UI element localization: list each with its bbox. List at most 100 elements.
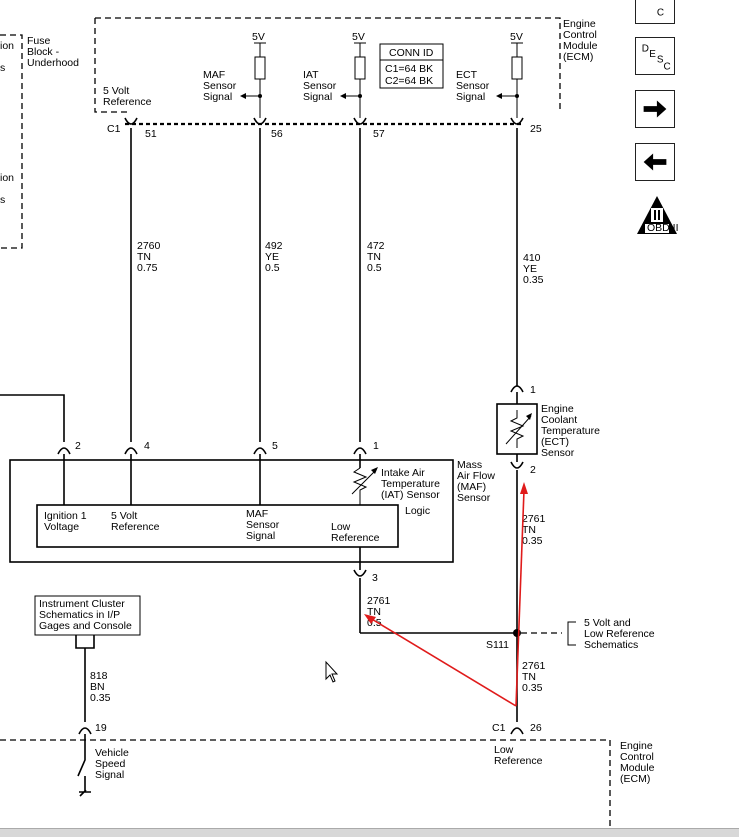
description-nav-button[interactable]: D E S C bbox=[635, 37, 675, 75]
svg-text:s: s bbox=[0, 194, 5, 206]
svg-text:ECT: ECT bbox=[456, 69, 478, 81]
svg-text:Low: Low bbox=[494, 744, 514, 756]
svg-text:YE: YE bbox=[265, 251, 279, 263]
svg-text:Logic: Logic bbox=[405, 505, 430, 517]
svg-text:TN: TN bbox=[522, 524, 536, 536]
bottom-connector: 19 C1 26 Vehicle Speed Signal Low Refere… bbox=[0, 722, 655, 828]
mouse-cursor-icon bbox=[325, 660, 339, 683]
svg-text:5 Volt: 5 Volt bbox=[103, 85, 129, 97]
svg-text:5 Volt: 5 Volt bbox=[111, 510, 137, 522]
previous-page-button[interactable] bbox=[635, 143, 675, 181]
svg-text:(ECM): (ECM) bbox=[620, 773, 650, 785]
svg-text:IAT: IAT bbox=[303, 69, 319, 81]
svg-text:Fuse: Fuse bbox=[27, 35, 51, 47]
wire-410: 410 YE 0.35 bbox=[516, 128, 544, 386]
fuse-block-box bbox=[0, 34, 23, 249]
svg-text:56: 56 bbox=[271, 128, 283, 140]
svg-text:Temperature: Temperature bbox=[541, 425, 600, 437]
svg-text:Signal: Signal bbox=[246, 530, 275, 542]
svg-text:Temperature: Temperature bbox=[381, 478, 440, 490]
wire-2761-maf: 2761 TN 0.5 bbox=[359, 578, 517, 634]
svg-text:Reference: Reference bbox=[494, 755, 543, 767]
svg-text:Intake Air: Intake Air bbox=[381, 467, 425, 479]
svg-text:5V: 5V bbox=[352, 31, 365, 43]
svg-text:2: 2 bbox=[75, 440, 81, 452]
iat-pullup: 5V bbox=[340, 31, 366, 118]
svg-text:MAF: MAF bbox=[246, 508, 268, 520]
description-icon: D E S C bbox=[642, 43, 671, 72]
svg-text:Ignition 1: Ignition 1 bbox=[44, 510, 87, 522]
maf-sensor: 2 4 5 1 Intake Air Temperature (IAT) Sen… bbox=[9, 440, 495, 584]
svg-text:ion: ion bbox=[0, 172, 14, 184]
svg-text:0.35: 0.35 bbox=[522, 535, 543, 547]
svg-text:S: S bbox=[657, 55, 664, 66]
svg-text:Sensor: Sensor bbox=[457, 492, 491, 504]
oc-icon: C bbox=[657, 7, 664, 18]
svg-text:Engine: Engine bbox=[620, 740, 653, 752]
svg-text:(ECM): (ECM) bbox=[563, 51, 593, 63]
svg-text:Gages and Console: Gages and Console bbox=[39, 620, 132, 632]
svg-text:C1: C1 bbox=[492, 722, 506, 734]
svg-text:Low Reference: Low Reference bbox=[584, 628, 655, 640]
svg-text:TN: TN bbox=[367, 251, 381, 263]
svg-text:2761: 2761 bbox=[522, 660, 546, 672]
svg-text:Schematics: Schematics bbox=[584, 639, 638, 651]
svg-text:0.75: 0.75 bbox=[137, 262, 158, 274]
horizontal-scrollbar[interactable] bbox=[0, 828, 739, 837]
svg-text:OBD II: OBD II bbox=[647, 222, 679, 234]
svg-text:Engine: Engine bbox=[541, 403, 574, 415]
svg-text:Control: Control bbox=[563, 29, 597, 41]
svg-text:Control: Control bbox=[620, 751, 654, 763]
svg-text:CONN ID: CONN ID bbox=[389, 47, 434, 59]
maf-pullup: 5V bbox=[240, 31, 266, 118]
svg-text:2: 2 bbox=[530, 464, 536, 476]
wire-2761-ect: 2761 TN 0.35 bbox=[516, 470, 546, 633]
svg-text:818: 818 bbox=[90, 670, 108, 682]
connector-c1-top: C1 51 56 57 25 bbox=[107, 117, 542, 140]
obd-ii-button[interactable]: OBD II bbox=[635, 194, 679, 236]
ect-sensor: 1 2 Engine Coolant Temperature (ECT) Sen… bbox=[496, 384, 600, 476]
cluster-reference: Instrument Cluster Schematics in I/P Gag… bbox=[34, 595, 141, 722]
svg-text:C1=64 BK: C1=64 BK bbox=[385, 63, 433, 75]
svg-text:TN: TN bbox=[137, 251, 151, 263]
svg-text:2761: 2761 bbox=[367, 595, 391, 607]
svg-text:4: 4 bbox=[144, 440, 150, 452]
svg-text:TN: TN bbox=[522, 671, 536, 683]
svg-text:57: 57 bbox=[373, 128, 385, 140]
oc-nav-button[interactable]: C bbox=[635, 0, 675, 24]
svg-text:5: 5 bbox=[272, 440, 278, 452]
svg-text:25: 25 bbox=[530, 123, 542, 135]
svg-text:492: 492 bbox=[265, 240, 283, 252]
svg-text:0.5: 0.5 bbox=[367, 262, 382, 274]
svg-text:Instrument Cluster: Instrument Cluster bbox=[39, 598, 125, 610]
svg-text:(IAT) Sensor: (IAT) Sensor bbox=[381, 489, 440, 501]
svg-text:Module: Module bbox=[620, 762, 655, 774]
svg-text:Underhood: Underhood bbox=[27, 57, 79, 69]
svg-text:Signal: Signal bbox=[303, 91, 332, 103]
wire-472: 472 TN 0.5 bbox=[359, 128, 385, 442]
svg-text:19: 19 bbox=[95, 722, 107, 734]
svg-text:(ECT): (ECT) bbox=[541, 436, 569, 448]
svg-text:Reference: Reference bbox=[103, 96, 152, 108]
svg-text:26: 26 bbox=[530, 722, 542, 734]
svg-text:YE: YE bbox=[523, 263, 537, 275]
ecm-top-box bbox=[94, 17, 561, 113]
svg-text:BN: BN bbox=[90, 681, 105, 693]
svg-text:C: C bbox=[664, 61, 671, 72]
svg-text:Vehicle: Vehicle bbox=[95, 747, 129, 759]
next-page-button[interactable] bbox=[635, 90, 675, 128]
svg-text:Signal: Signal bbox=[203, 91, 232, 103]
svg-text:2761: 2761 bbox=[522, 513, 546, 525]
red-annotation-arrows bbox=[364, 482, 528, 707]
ecm-iat-label: IAT Sensor Signal bbox=[303, 69, 337, 103]
svg-text:5V: 5V bbox=[252, 31, 265, 43]
conn-id-box: CONN ID C1=64 BK C2=64 BK bbox=[379, 43, 444, 89]
svg-text:E: E bbox=[649, 49, 656, 60]
svg-text:Signal: Signal bbox=[95, 769, 124, 781]
fuse-block-label: Fuse Block - Underhood bbox=[27, 35, 79, 69]
svg-text:Sensor: Sensor bbox=[456, 80, 490, 92]
svg-text:3: 3 bbox=[372, 572, 378, 584]
svg-text:Sensor: Sensor bbox=[203, 80, 237, 92]
splice-s111: S111 5 Volt and Low Reference Schematics bbox=[486, 617, 655, 651]
svg-text:TN: TN bbox=[367, 606, 381, 618]
